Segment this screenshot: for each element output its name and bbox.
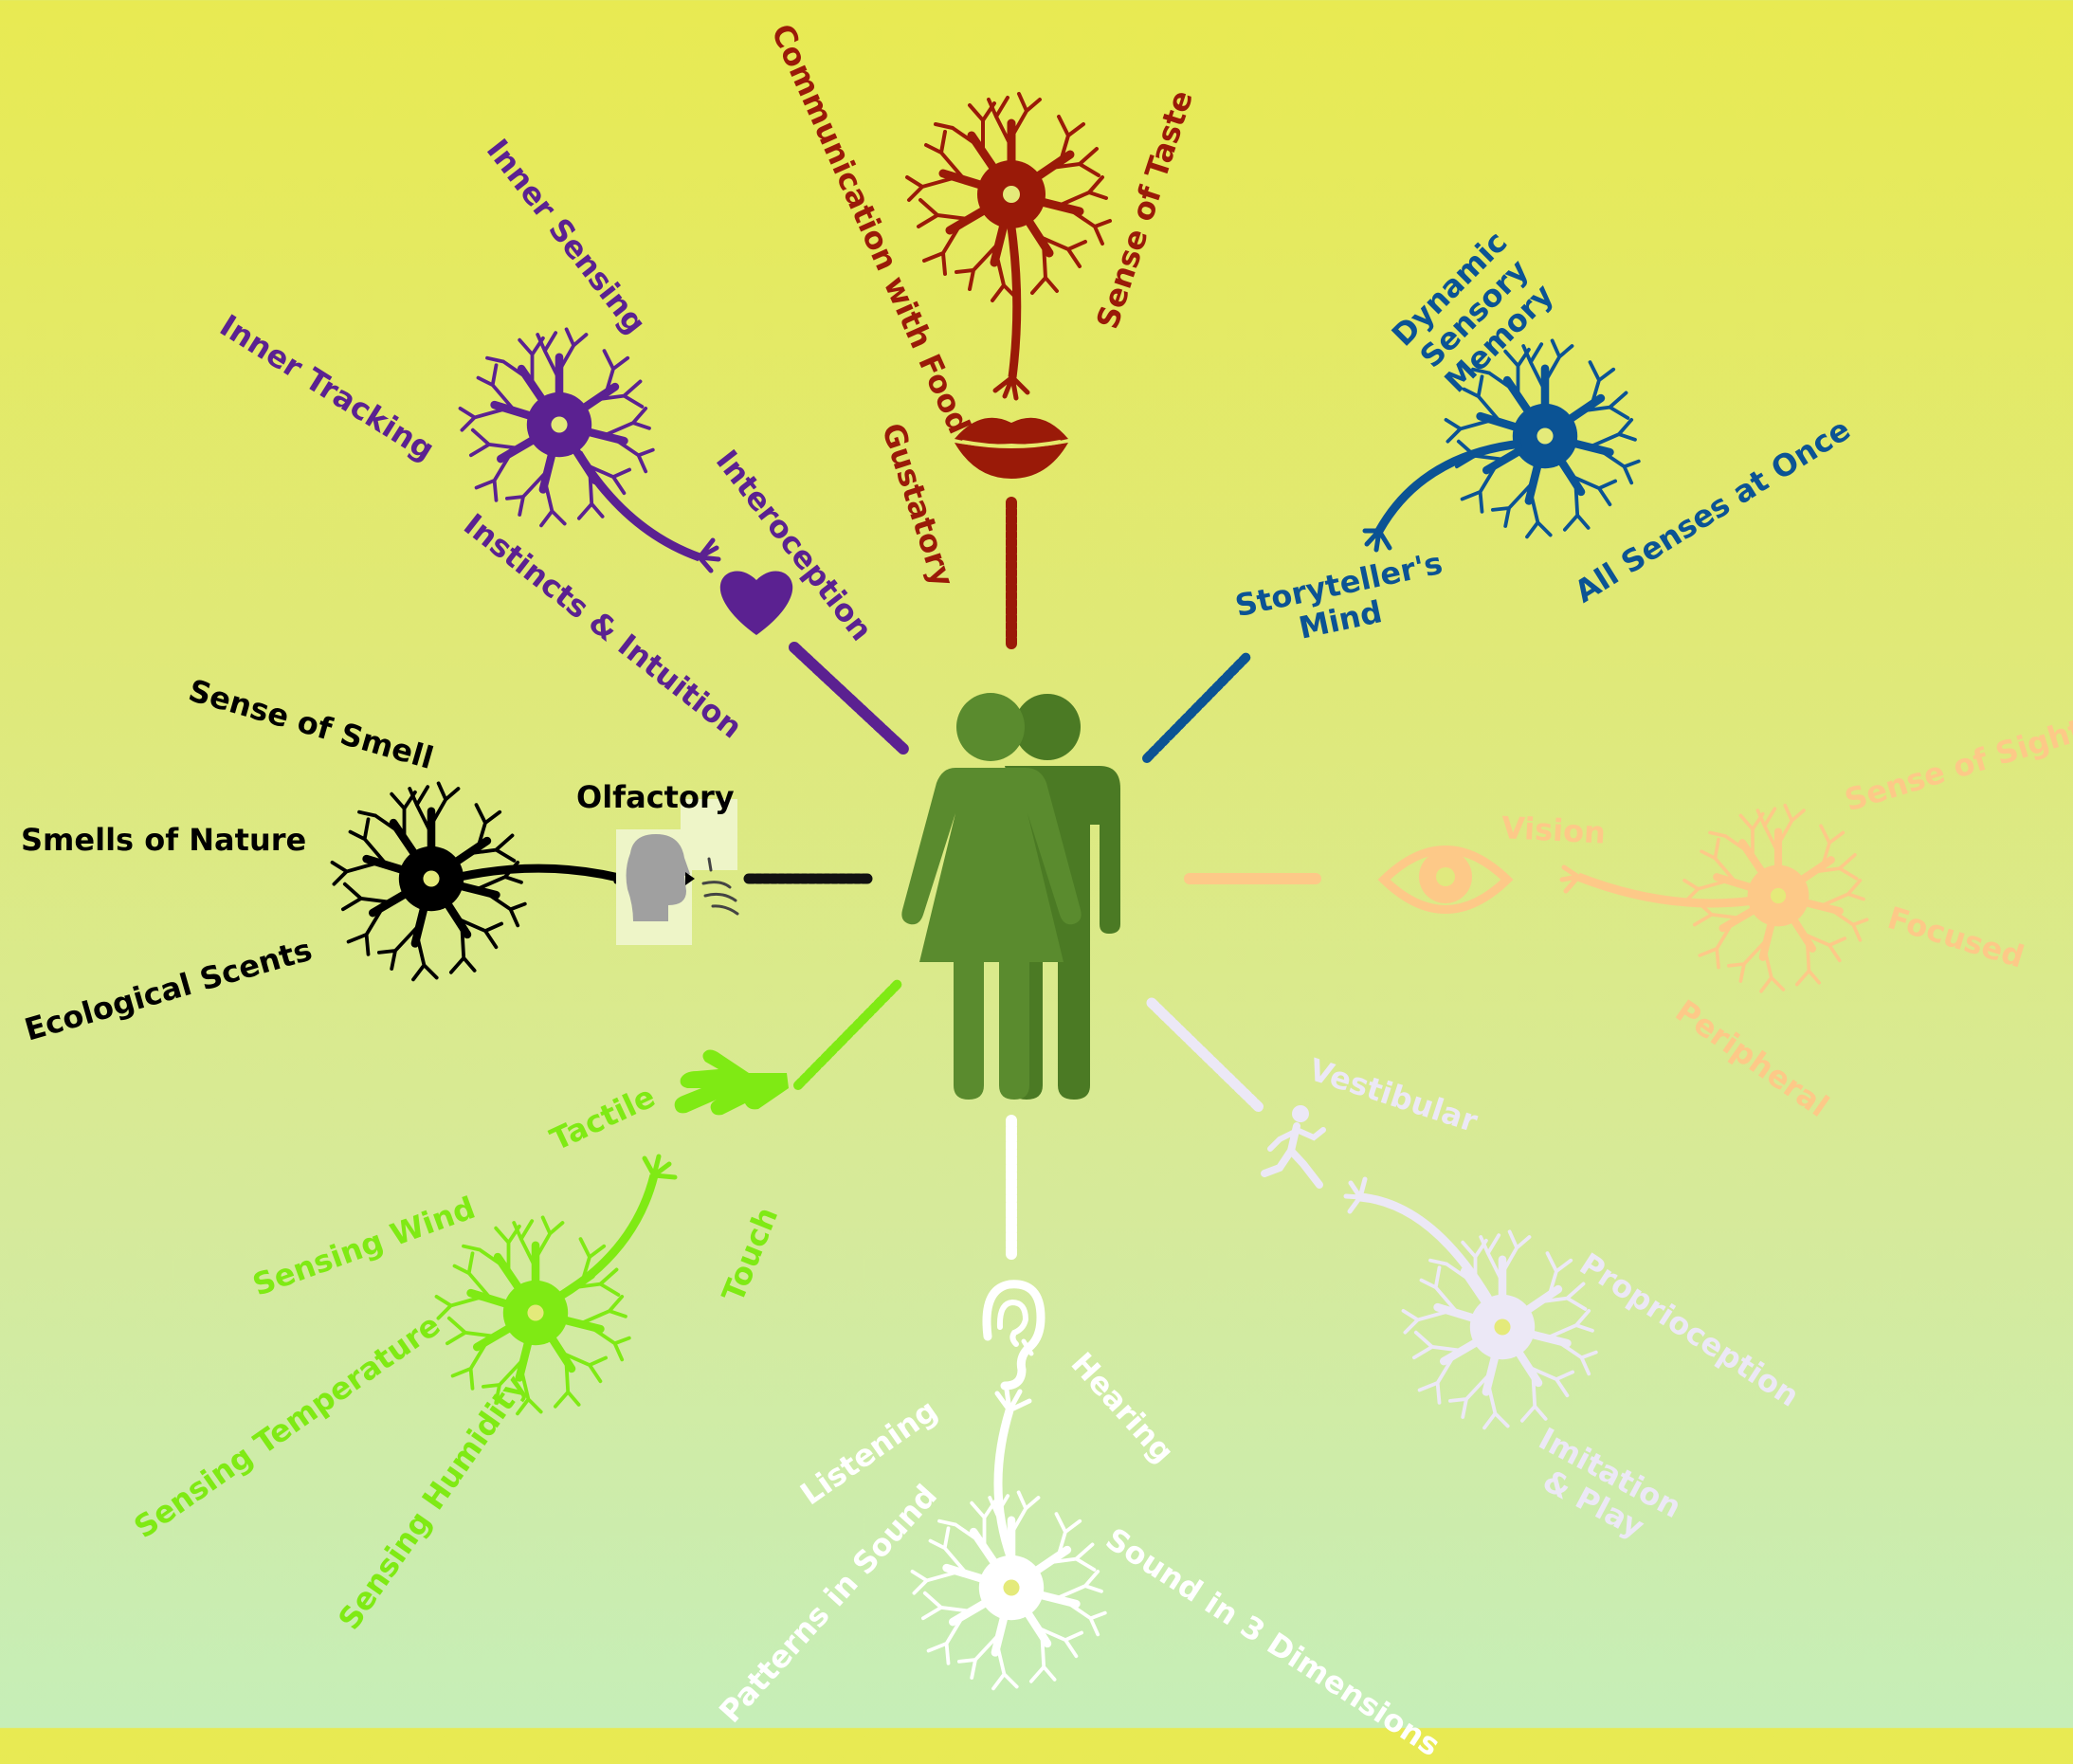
olfactory-branch xyxy=(333,783,739,979)
mind-map-canvas xyxy=(0,0,2073,1728)
neuron-axon xyxy=(556,1173,659,1300)
neuron-axon xyxy=(1359,1192,1492,1301)
neuron-axon xyxy=(574,450,701,562)
axon-terminal xyxy=(1362,528,1392,553)
connector-tactile xyxy=(793,978,903,1090)
neuron-icon xyxy=(907,94,1110,300)
neuron-icon xyxy=(437,1217,629,1413)
people-icon xyxy=(901,693,1120,1100)
tactile-branch xyxy=(437,1049,789,1414)
neuron-icon xyxy=(1404,1231,1596,1428)
hearing-branch xyxy=(913,1280,1105,1689)
ear-icon xyxy=(982,1280,1046,1391)
connector-interoception xyxy=(789,642,911,756)
runner-icon xyxy=(1261,1105,1326,1189)
vestibular-branch xyxy=(1261,1105,1596,1428)
neuron-axon xyxy=(1375,439,1522,534)
axon-terminal xyxy=(697,537,721,573)
label-smells-of-nature: Smells of Nature xyxy=(21,822,307,858)
neuron-icon xyxy=(333,783,525,979)
neuron-axon xyxy=(459,864,635,886)
axon-terminal xyxy=(992,374,1030,401)
gustatory-branch xyxy=(907,94,1110,479)
neuron-axon xyxy=(993,1409,1016,1561)
neuron-axon xyxy=(1576,872,1755,908)
heart-icon xyxy=(719,571,793,635)
axon-terminal xyxy=(1343,1176,1368,1214)
neuron-icon xyxy=(913,1492,1105,1688)
neuron-icon xyxy=(1684,806,1867,991)
axon-terminal xyxy=(642,1154,678,1180)
interoception-branch xyxy=(461,329,793,635)
neuron-icon xyxy=(461,329,653,525)
hand-icon xyxy=(674,1049,789,1116)
person-front xyxy=(901,693,1082,1100)
lips-icon xyxy=(955,417,1068,479)
neuron-axon xyxy=(1007,227,1022,378)
eye-icon xyxy=(1377,846,1514,914)
storyteller-branch xyxy=(1362,340,1639,553)
connector-vestibular xyxy=(1146,997,1264,1113)
label-vision: Vision xyxy=(1500,809,1607,851)
smelling-head-icon xyxy=(616,799,739,945)
connectors xyxy=(743,497,1321,1262)
vision-branch xyxy=(1377,806,1867,991)
axon-terminal xyxy=(1559,864,1581,894)
axon-terminal xyxy=(994,1387,1032,1413)
connector-storyteller xyxy=(1142,652,1251,763)
label-olfactory: Olfactory xyxy=(576,779,735,815)
